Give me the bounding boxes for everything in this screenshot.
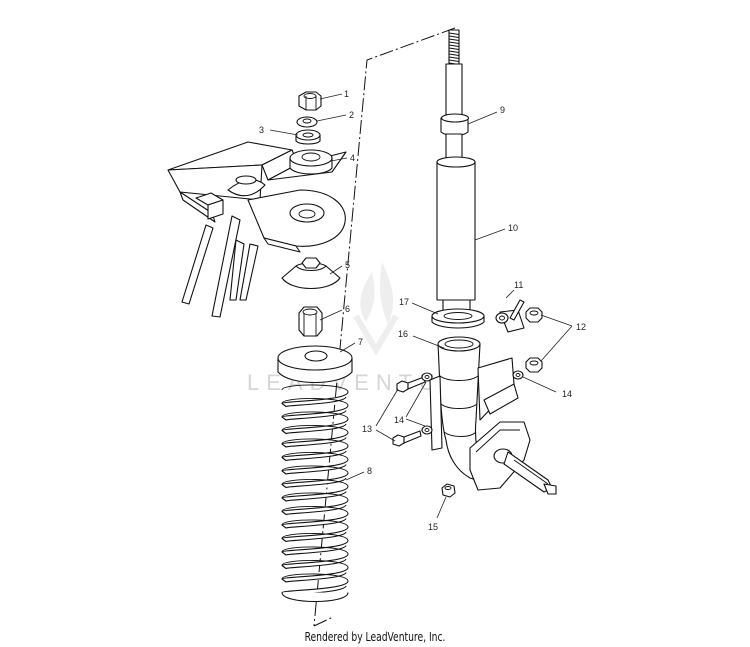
svg-text:13: 13 — [362, 424, 372, 434]
part-washer-right — [512, 370, 524, 380]
svg-text:1: 1 — [344, 89, 349, 99]
callout-4: 4 — [330, 153, 355, 163]
part-cup — [281, 257, 341, 289]
svg-text:6: 6 — [345, 304, 350, 314]
callout-3: 3 — [259, 125, 299, 136]
part-clamp — [495, 299, 525, 333]
part-bushing — [295, 129, 321, 145]
svg-text:2: 2 — [349, 110, 354, 120]
part-strut-housing — [429, 336, 557, 495]
svg-text:14: 14 — [562, 389, 572, 399]
part-shock-rod — [436, 29, 476, 317]
watermark-logo-icon — [353, 262, 399, 356]
part-coil-spring — [281, 384, 349, 603]
part-spacer — [289, 149, 333, 175]
footer-credit: Rendered by LeadVenture, Inc. — [304, 630, 446, 644]
svg-text:14: 14 — [394, 415, 404, 425]
svg-text:16: 16 — [398, 329, 408, 339]
svg-text:5: 5 — [345, 260, 350, 270]
callout-5: 5 — [329, 260, 350, 275]
callout-9: 9 — [467, 105, 505, 125]
part-nut-lower — [525, 357, 543, 373]
callout-13: 13 — [362, 388, 399, 442]
callout-8: 8 — [345, 466, 372, 481]
callout-14-right: 14 — [522, 376, 572, 399]
callout-11: 11 — [505, 280, 523, 299]
svg-text:3: 3 — [259, 125, 264, 135]
part-spring-seat — [277, 345, 353, 384]
svg-text:7: 7 — [358, 337, 363, 347]
svg-text:15: 15 — [428, 522, 438, 532]
part-bolt-lower — [392, 425, 433, 447]
svg-text:4: 4 — [350, 153, 355, 163]
part-washer — [296, 116, 318, 128]
part-nut-top — [298, 91, 322, 111]
svg-text:12: 12 — [576, 322, 586, 332]
part-nut-upper — [525, 307, 543, 323]
callout-7: 7 — [339, 337, 363, 353]
assembly-center-line — [313, 27, 456, 627]
part-grease-fitting — [441, 483, 456, 498]
callout-12: 12 — [540, 314, 586, 362]
part-jam-nut — [298, 306, 323, 337]
callout-14-left: 14 — [394, 381, 427, 427]
svg-text:17: 17 — [399, 297, 409, 307]
svg-text:11: 11 — [514, 280, 523, 290]
callout-2: 2 — [316, 110, 354, 122]
callout-10: 10 — [474, 223, 518, 241]
svg-text:10: 10 — [508, 223, 518, 233]
part-seal-ring — [431, 308, 485, 329]
callout-6: 6 — [319, 304, 350, 321]
svg-text:9: 9 — [500, 105, 505, 115]
callout-15: 15 — [428, 496, 447, 532]
svg-text:8: 8 — [367, 466, 372, 476]
callout-17: 17 — [399, 297, 439, 315]
callout-16: 16 — [398, 329, 445, 349]
callout-1: 1 — [319, 89, 349, 100]
